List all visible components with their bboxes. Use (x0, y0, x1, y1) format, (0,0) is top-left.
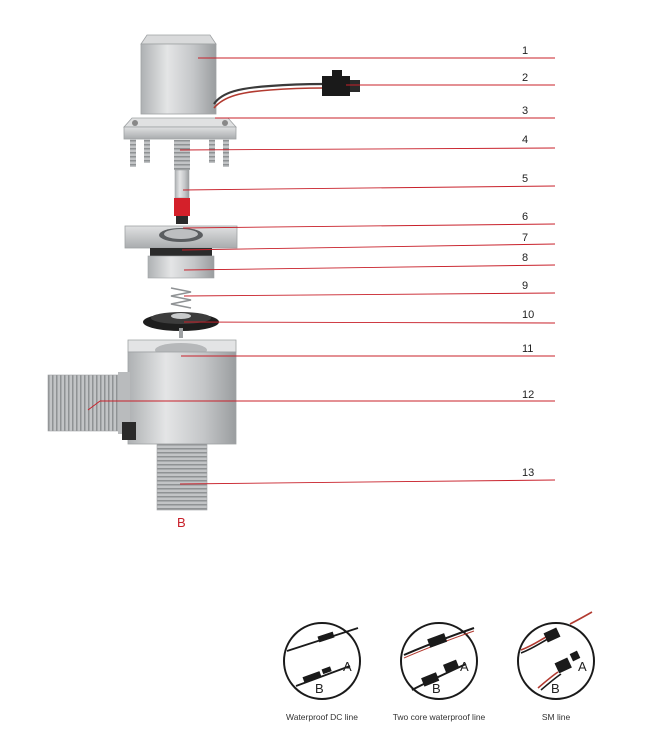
wire-option-sm: A B SM line (517, 611, 595, 722)
end-label-a: A (343, 659, 352, 674)
diaphragm (143, 312, 219, 338)
callout-2: 2 (522, 72, 528, 84)
plunger-spring (174, 140, 190, 170)
callout-12: 12 (522, 389, 534, 401)
plunger (174, 169, 190, 224)
diaphragm-spring (170, 287, 192, 309)
end-label-b: B (432, 681, 441, 696)
end-label-b: B (551, 681, 560, 696)
callout-6: 6 (522, 211, 528, 223)
end-label-a: A (460, 659, 469, 674)
end-label-b: B (315, 681, 324, 696)
wire-option-two-core: A B Two core waterproof line (393, 622, 486, 722)
callout-numbers: 1 2 3 4 5 6 7 8 9 10 11 12 13 (522, 45, 534, 479)
callout-11: 11 (522, 343, 533, 355)
callout-7: 7 (522, 232, 528, 244)
caption-two-core: Two core waterproof line (393, 712, 486, 722)
two-core-wire-icon (403, 627, 475, 691)
callout-3: 3 (522, 105, 528, 117)
sm-wire-icon (520, 611, 593, 691)
valve-body (47, 339, 237, 511)
callout-9: 9 (522, 280, 528, 292)
caption-waterproof-dc: Waterproof DC line (286, 712, 358, 722)
valve-cover (124, 225, 238, 279)
caption-sm: SM line (542, 712, 571, 722)
callout-4: 4 (522, 134, 528, 146)
callout-13: 13 (522, 467, 534, 479)
coil-housing (140, 34, 217, 115)
waterproof-dc-wire-icon (286, 627, 359, 687)
callout-10: 10 (522, 309, 534, 321)
end-label-a: A (578, 659, 587, 674)
wire-option-waterproof-dc: A B Waterproof DC line (283, 622, 361, 722)
callout-5: 5 (522, 173, 528, 185)
callout-8: 8 (522, 252, 528, 264)
outlet-label: B (177, 515, 186, 530)
callout-1: 1 (522, 45, 528, 57)
leader-lines (87, 57, 556, 485)
lead-wire-connector (213, 70, 360, 109)
mounting-plate (123, 117, 237, 167)
